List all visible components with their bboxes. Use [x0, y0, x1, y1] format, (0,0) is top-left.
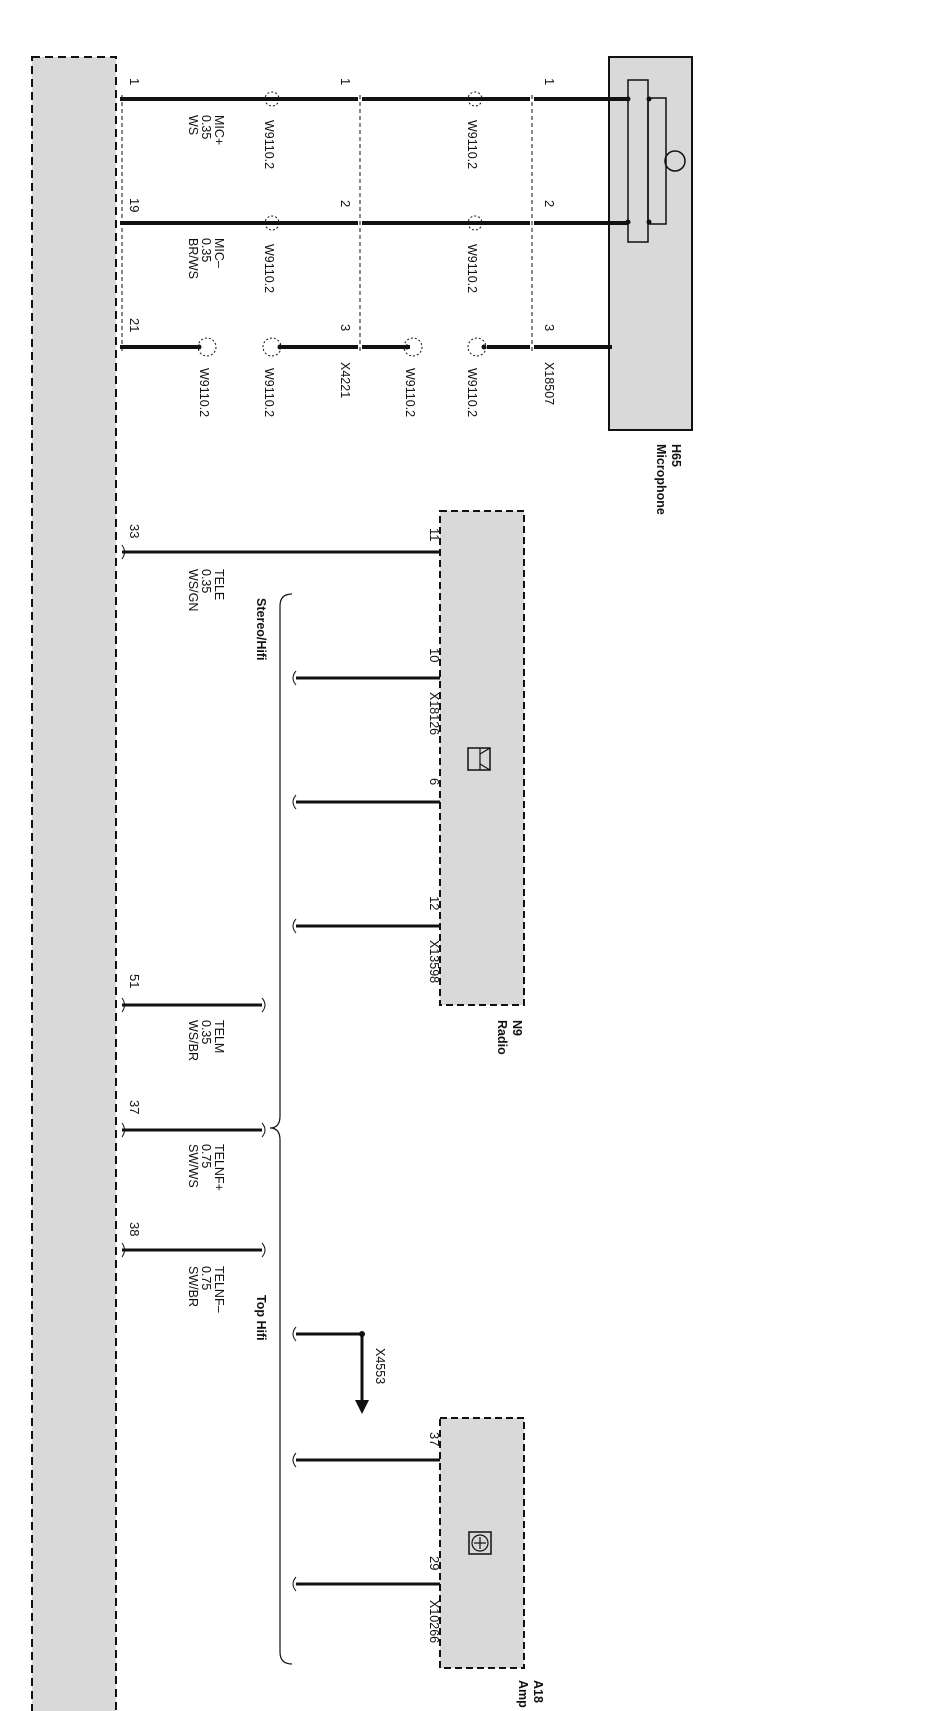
shield-label: W9110.2: [465, 244, 479, 293]
module-pin-33: 33: [127, 524, 142, 538]
microphone-name: Microphone: [654, 444, 668, 515]
radio-connector-x13598: X13598: [427, 940, 441, 983]
module-pin-1: 1: [127, 78, 142, 85]
shield-label: W9110.2: [465, 368, 479, 417]
ground-arrow-icon: [355, 1400, 369, 1414]
ground-point: X4553: [292, 1326, 387, 1414]
module-pin-37: 37: [127, 1100, 142, 1114]
amplifier-name: Amp: [516, 1680, 530, 1708]
wire-signal: TELM: [212, 1020, 226, 1053]
radio-code: N9: [510, 1020, 524, 1036]
wire-signal: TELE: [212, 569, 226, 600]
amplifier-pin-29: 29: [427, 1556, 442, 1570]
variant-bracket: Stereo/Hifi Top Hifi: [254, 593, 293, 1665]
module-stubs: 51 TELM 0.35 WS/BR 37 TELNF+ 0.75 SW/WS …: [121, 974, 266, 1313]
wire-signal: TELNF–: [212, 1266, 226, 1313]
microphone-pin-2: 2: [542, 200, 557, 207]
radio-icon: [467, 747, 491, 771]
microphone-code: H65: [669, 444, 683, 467]
microphone-box: [608, 56, 693, 431]
wire-signal: MIC–: [212, 238, 226, 268]
shield-label: W9110.2: [465, 120, 479, 169]
amplifier-connector: X10266: [427, 1600, 441, 1643]
wire-color: WS/BR: [186, 1020, 200, 1061]
module-pin-19: 19: [127, 198, 142, 212]
amplifier-icon: [468, 1531, 492, 1555]
wire-signal: TELNF+: [212, 1144, 226, 1191]
shield-label: W9110.2: [262, 120, 276, 169]
wire-size: 0.35: [199, 238, 213, 262]
splice-pin-3: 3: [338, 324, 353, 331]
microphone-component: H65 Microphone: [608, 56, 693, 515]
wire-size: 0.35: [199, 569, 213, 593]
radio-pin-6: 6: [427, 778, 442, 785]
microphone-connector: X18507: [542, 362, 556, 405]
shield-label: W9110.2: [197, 368, 211, 417]
radio-pin-12: 12: [427, 896, 442, 910]
radio-component: N9 Radio 11 33 TELE 0.35 WS/GN 10 X18126…: [121, 510, 525, 1055]
microphone-wiring: 1 19 21 1 2 3 X4221 1 2 3 X18507 W9110.2…: [120, 78, 628, 417]
wire-color: SW/BR: [186, 1266, 200, 1307]
radio-name: Radio: [495, 1020, 509, 1055]
splice-pin-2: 2: [338, 200, 353, 207]
variant-stereo-label: Stereo/Hifi: [254, 598, 268, 661]
shield-label: W9110.2: [262, 244, 276, 293]
ground-label: X4553: [373, 1348, 387, 1384]
amplifier-code: A18: [531, 1680, 545, 1703]
splice-connector: X4221: [338, 362, 352, 398]
module-pin-38: 38: [127, 1222, 142, 1236]
wire-size: 0.35: [199, 1020, 213, 1044]
wire-color: WS: [186, 115, 200, 135]
radio-pin-10: 10: [427, 648, 442, 662]
variant-top-label: Top Hifi: [254, 1295, 268, 1341]
module-pin-51: 51: [127, 974, 142, 988]
wire-color: BR/WS: [186, 238, 200, 279]
wire-size: 0.75: [199, 1144, 213, 1168]
shield-label: W9110.2: [403, 368, 417, 417]
radio-pin-11: 11: [427, 528, 442, 542]
wire-color: WS/GN: [186, 569, 200, 611]
amplifier-component: 37 29 X10266 A18 Amp: [292, 1417, 545, 1708]
wire-size: 0.35: [199, 115, 213, 139]
microphone-pin-1: 1: [542, 78, 557, 85]
wire-signal: MIC+: [212, 115, 226, 145]
microphone-pin-3: 3: [542, 324, 557, 331]
wire-color: SW/WS: [186, 1144, 200, 1188]
control-module-box: [31, 56, 117, 1711]
wire-size: 0.75: [199, 1266, 213, 1290]
amplifier-pin-37: 37: [427, 1432, 442, 1446]
shield-label: W9110.2: [262, 368, 276, 417]
radio-connector-x18126: X18126: [427, 692, 441, 735]
splice-pin-1: 1: [338, 78, 353, 85]
module-pin-21: 21: [127, 318, 142, 332]
radio-box: [439, 510, 525, 1006]
